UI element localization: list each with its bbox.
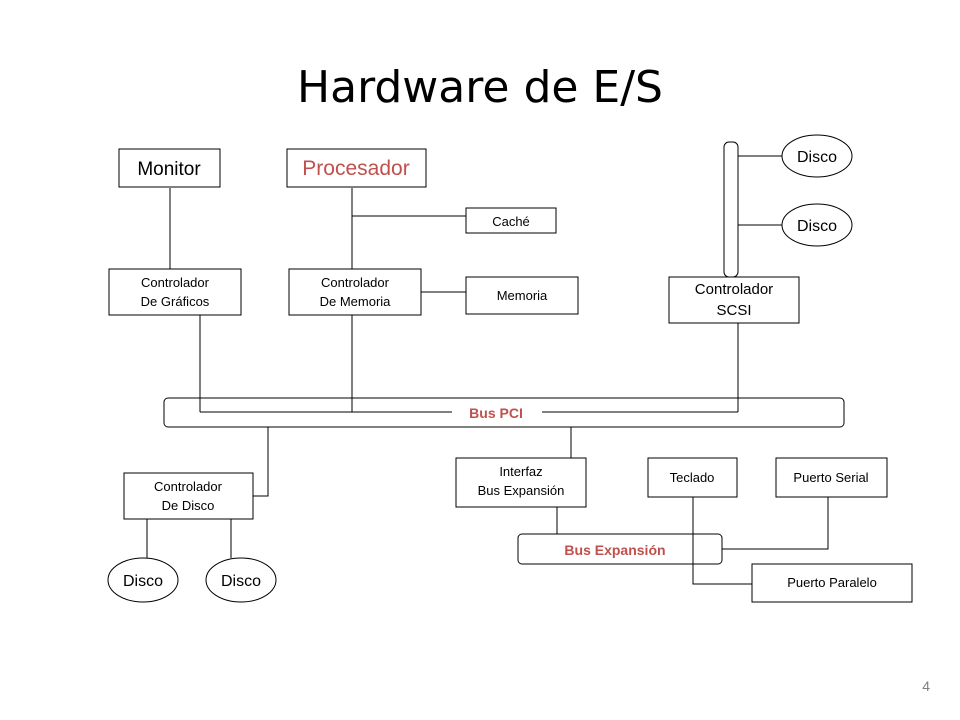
disco-2-shape: [205, 557, 277, 603]
puerto-paralelo-box: [751, 563, 913, 603]
connector-serial-expansion: [722, 497, 829, 550]
procesador-box: [286, 148, 427, 188]
bus-pci: [163, 397, 845, 428]
ctrl-memoria-label-1: Controlador: [321, 275, 390, 290]
teclado-label: Teclado: [670, 470, 715, 485]
puerto-paralelo-label: Puerto Paralelo: [787, 575, 877, 590]
ctrl-scsi-box: [668, 276, 800, 324]
procesador-label: Procesador: [302, 157, 409, 180]
connector-pci-ctrl-disco: [253, 427, 269, 497]
ctrl-disco-label-2: De Disco: [162, 498, 215, 513]
monitor-label: Monitor: [137, 159, 201, 180]
interfaz-label-2: Bus Expansión: [478, 483, 565, 498]
cache-label: Caché: [492, 214, 530, 229]
disco-scsi-2-shape: [781, 203, 853, 247]
ctrl-memoria-box: [288, 268, 422, 316]
disco-1-label: Disco: [123, 573, 163, 590]
ctrl-memoria-label-2: De Memoria: [320, 294, 392, 309]
disco-2-label: Disco: [221, 573, 261, 590]
cache-box: [465, 207, 557, 234]
ctrl-disco-box: [123, 472, 254, 520]
disco-1-shape: [107, 557, 179, 603]
page-number: 4: [922, 678, 930, 694]
slide-title: Hardware de E/S: [297, 62, 663, 113]
ctrl-graficos-label-2: De Gráficos: [141, 294, 210, 309]
scsi-bus: [723, 141, 739, 278]
teclado-box: [647, 457, 738, 498]
interfaz-label-1: Interfaz: [499, 464, 542, 479]
puerto-serial-label: Puerto Serial: [793, 470, 868, 485]
disco-scsi-1-label: Disco: [797, 149, 837, 166]
ctrl-disco-label-1: Controlador: [154, 479, 223, 494]
ctrl-graficos-label-1: Controlador: [141, 275, 210, 290]
bus-expansion: [517, 533, 723, 565]
disco-scsi-1-shape: [781, 134, 853, 178]
ctrl-scsi-label-2: SCSI: [716, 302, 751, 319]
memoria-box: [465, 276, 579, 315]
bus-pci-label: Bus PCI: [469, 405, 523, 421]
bus-expansion-label: Bus Expansión: [564, 542, 665, 558]
memoria-label: Memoria: [497, 288, 548, 303]
puerto-serial-box: [775, 457, 888, 498]
ctrl-scsi-label-1: Controlador: [695, 281, 773, 298]
ctrl-graficos-box: [108, 268, 242, 316]
disco-scsi-2-label: Disco: [797, 218, 837, 235]
monitor-box: [118, 148, 221, 188]
connector-teclado-paralelo: [692, 497, 752, 585]
interfaz-box: [455, 457, 587, 508]
